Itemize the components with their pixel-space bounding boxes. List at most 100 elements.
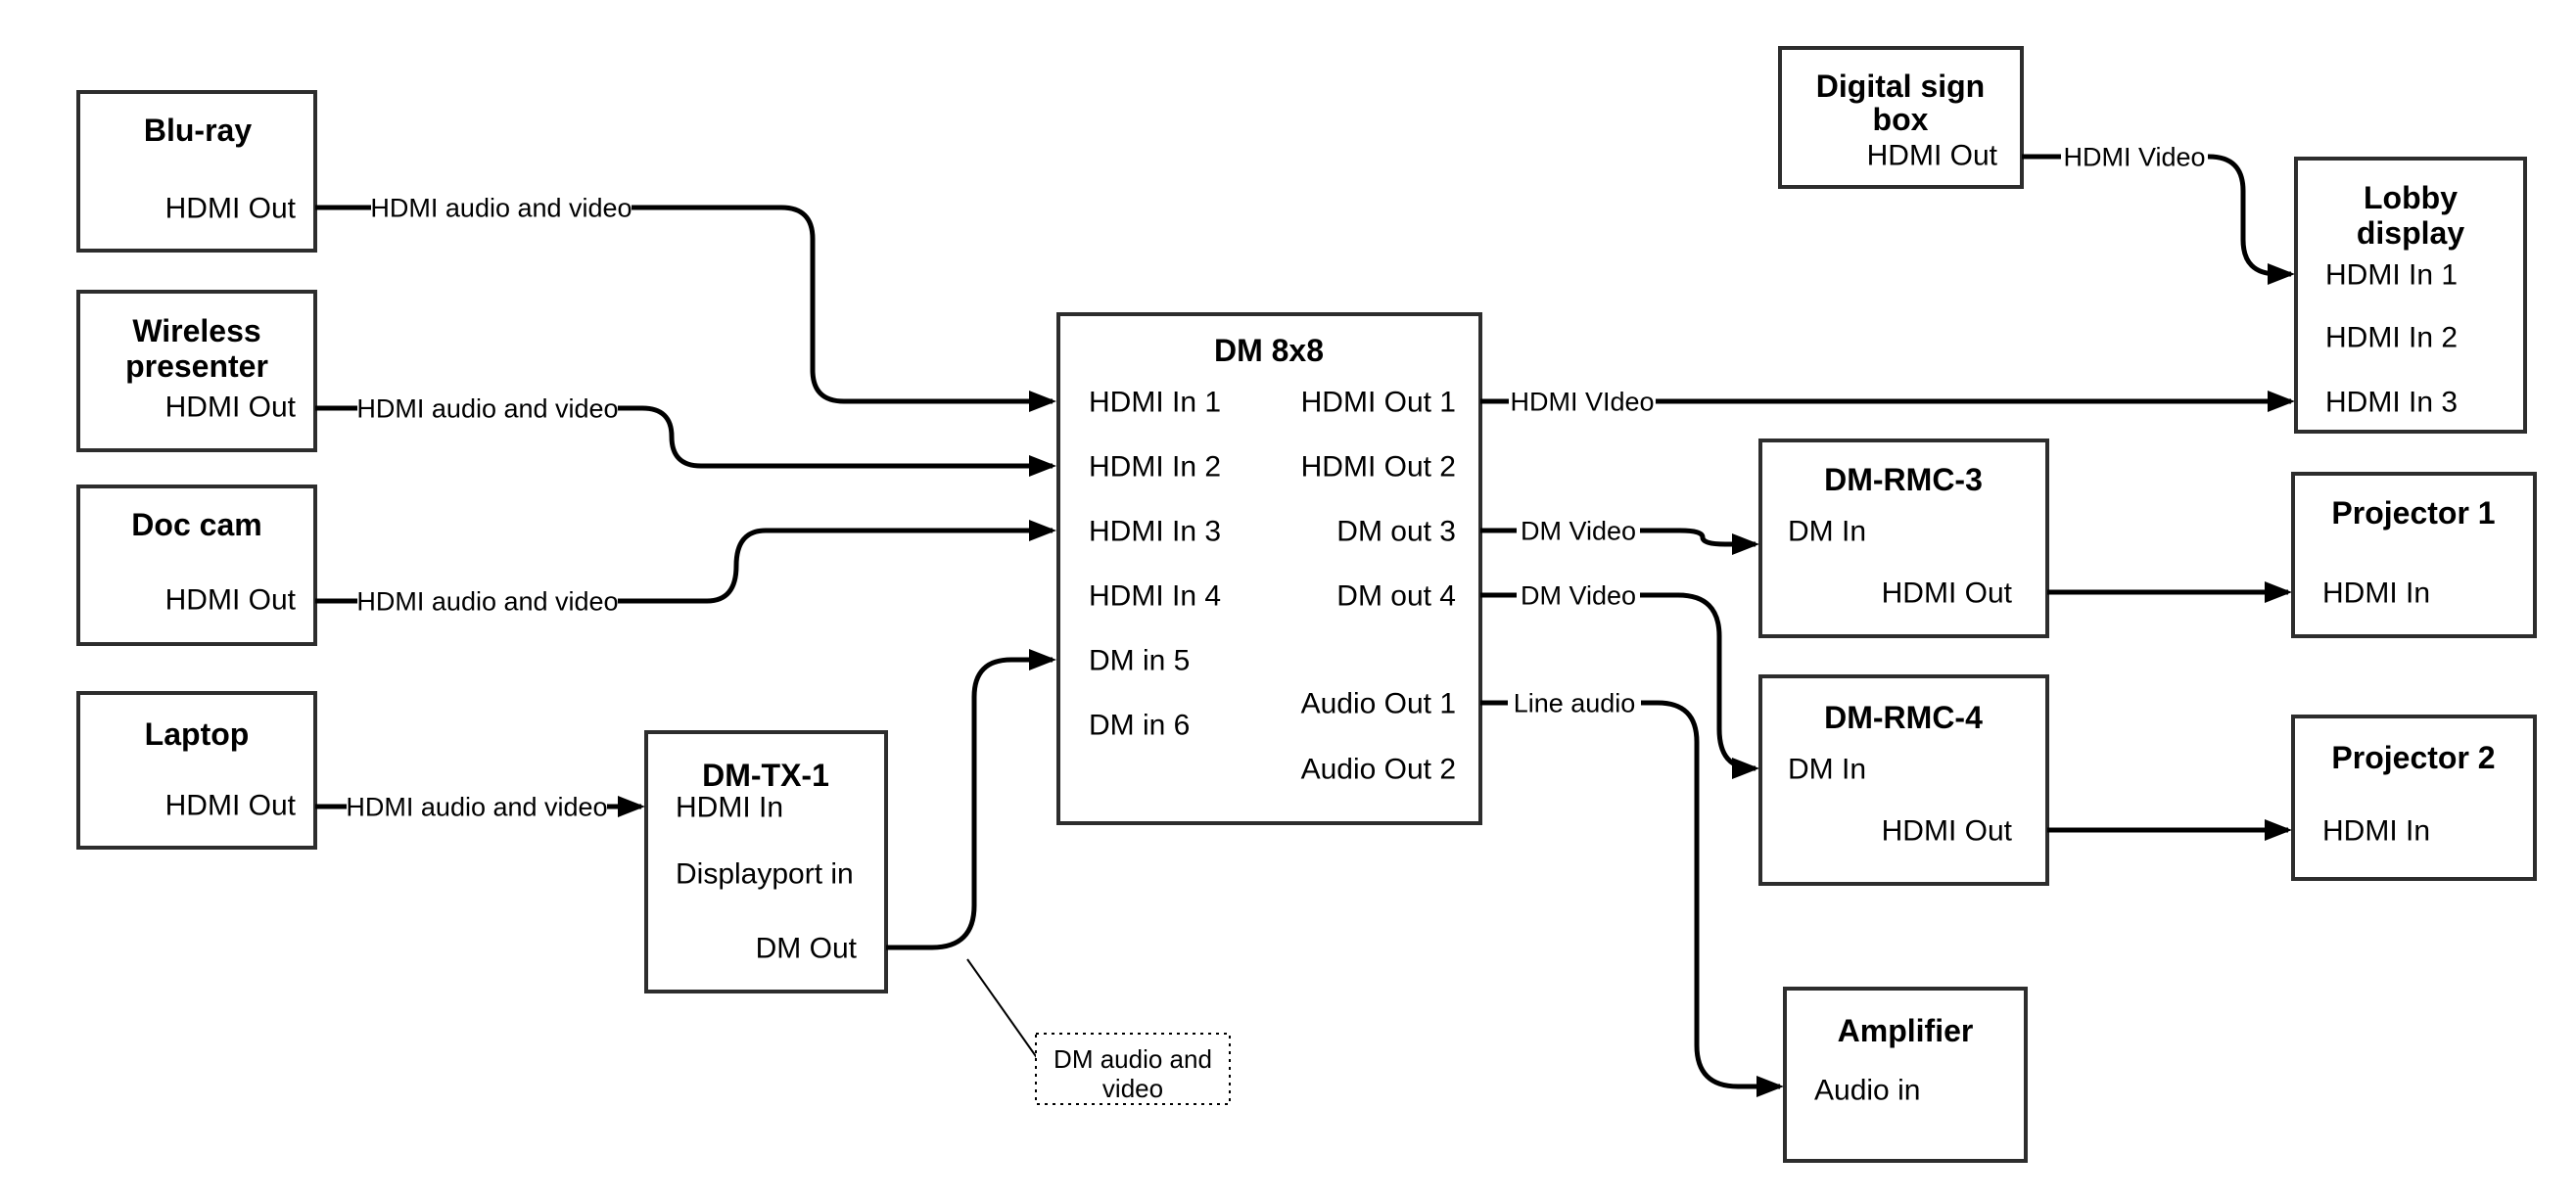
wire-label-dm-out3-text: DM Video <box>1521 516 1636 545</box>
projector-1-box: Projector 1 HDMI In <box>2291 472 2537 638</box>
laptop-port-hdmi-out: HDMI Out <box>165 790 297 822</box>
dm-8x8-box: DM 8x8 HDMI In 1 HDMI In 2 HDMI In 3 HDM… <box>1056 312 1482 825</box>
wire-label-wireless-bg <box>357 392 618 425</box>
wire-label-laptop-text: HDMI audio and video <box>346 792 607 821</box>
dm-8x8-port-hdmi-in-2: HDMI In 2 <box>1089 451 1221 484</box>
doc-cam-box-outline <box>76 485 317 646</box>
bluray-port-hdmi-out: HDMI Out <box>165 193 297 225</box>
dm-8x8-port-audio-out-2: Audio Out 2 <box>1301 754 1456 786</box>
dm-rmc-4-box: DM-RMC-4 DM In HDMI Out <box>1758 674 2049 886</box>
lobby-display-title-line2: display <box>2357 215 2464 251</box>
lobby-port-hdmi-in-1: HDMI In 1 <box>2325 259 2458 292</box>
bluray-title: Blu-ray <box>144 113 252 148</box>
lobby-display-box: Lobby display HDMI In 1 HDMI In 2 HDMI I… <box>2294 157 2527 434</box>
dm-8x8-title: DM 8x8 <box>1214 333 1324 368</box>
projector-2-box: Projector 2 HDMI In <box>2291 715 2537 881</box>
wire-bluray-to-dm8x8-in1 <box>315 205 1056 412</box>
wire-label-bluray: HDMI audio and video <box>370 191 632 224</box>
wire-label-line-audio: Line audio <box>1508 686 1641 719</box>
wire-digital-sign-to-lobby-in1 <box>2022 154 2295 285</box>
amplifier-title: Amplifier <box>1838 1013 1974 1048</box>
dm-8x8-port-audio-out-1: Audio Out 1 <box>1301 688 1456 720</box>
wire-label-digital-sign-text: HDMI Video <box>2063 142 2205 171</box>
wireless-port-hdmi-out: HDMI Out <box>165 392 297 424</box>
wire-dm8x8-out4-to-rmc4 <box>1480 592 1759 779</box>
wire-label-doccam-text: HDMI audio and video <box>356 586 618 616</box>
wire-label-doccam: HDMI audio and video <box>356 584 619 618</box>
amplifier-port-audio-in: Audio in <box>1814 1075 1920 1107</box>
laptop-title: Laptop <box>145 716 250 752</box>
wire-dmtx1-to-dm8x8-in5 <box>886 649 1056 950</box>
dm-tx-1-box-outline <box>644 730 888 993</box>
dm-rmc-4-port-hdmi-out: HDMI Out <box>1882 815 2013 848</box>
digital-sign-title-line2: box <box>1873 102 1929 137</box>
wire-label-dm-out4-bg <box>1517 578 1640 612</box>
note-box-outline <box>1035 1033 1231 1105</box>
wire-label-dm-out4-text: DM Video <box>1521 580 1636 610</box>
digital-sign-port-hdmi-out: HDMI Out <box>1867 140 1998 172</box>
digital-sign-box: Digital sign box HDMI Out <box>1778 46 2024 189</box>
wireless-presenter-box: Wireless presenter HDMI Out <box>76 290 317 452</box>
dm-8x8-port-dm-in-6: DM in 6 <box>1089 710 1190 742</box>
dm-tx-1-port-dm-out: DM Out <box>756 933 858 965</box>
dm-8x8-port-hdmi-out-1: HDMI Out 1 <box>1301 387 1456 419</box>
wire-label-hdmi-out1: HDMI VIdeo <box>1509 385 1656 418</box>
dm-rmc-3-box: DM-RMC-3 DM In HDMI Out <box>1758 439 2049 638</box>
wire-label-hdmi-out1-text: HDMI VIdeo <box>1510 387 1654 416</box>
wireless-presenter-title-line1: Wireless <box>132 313 260 348</box>
wire-labels: HDMI audio and video HDMI audio and vide… <box>346 140 2208 823</box>
wire-wireless-to-dm8x8-in2 <box>315 405 1056 477</box>
doc-cam-box: Doc cam HDMI Out <box>76 485 317 646</box>
note-leader-line <box>966 958 1039 1060</box>
lobby-port-hdmi-in-3: HDMI In 3 <box>2325 387 2458 419</box>
dm-rmc-4-title: DM-RMC-4 <box>1824 700 1983 735</box>
wire-dm8x8-aout1-to-amplifier <box>1480 700 1784 1097</box>
dm-8x8-port-hdmi-out-2: HDMI Out 2 <box>1301 451 1456 484</box>
wire-label-line-audio-bg <box>1508 686 1641 719</box>
projector-1-box-outline <box>2291 472 2537 638</box>
dm-8x8-port-hdmi-in-1: HDMI In 1 <box>1089 387 1221 419</box>
wire-label-wireless: HDMI audio and video <box>356 392 619 425</box>
dm-rmc-3-title: DM-RMC-3 <box>1824 462 1983 497</box>
note-text-line2: video <box>1102 1074 1163 1103</box>
wire-label-line-audio-text: Line audio <box>1514 688 1636 717</box>
laptop-box-outline <box>76 691 317 850</box>
wire-label-bluray-bg <box>371 191 632 224</box>
dm-8x8-box-outline <box>1056 312 1482 825</box>
lobby-display-box-outline <box>2294 157 2527 434</box>
dm-tx-1-box: DM-TX-1 HDMI In Displayport in DM Out <box>644 730 888 993</box>
dm-8x8-port-dm-out-4: DM out 4 <box>1336 580 1456 613</box>
doc-cam-port-hdmi-out: HDMI Out <box>165 584 297 617</box>
wire-label-doccam-bg <box>357 584 618 618</box>
dm-rmc-4-port-dm-in: DM In <box>1788 754 1866 786</box>
bluray-box: Blu-ray HDMI Out <box>76 90 317 253</box>
amplifier-box-outline <box>1783 987 2028 1163</box>
wire-label-dm-out3: DM Video <box>1517 514 1640 547</box>
projector-2-title: Projector 2 <box>2331 740 2495 775</box>
doc-cam-title: Doc cam <box>131 507 261 542</box>
wire-label-laptop: HDMI audio and video <box>346 790 608 823</box>
digital-sign-title-line1: Digital sign <box>1816 69 1985 104</box>
dm-8x8-port-dm-in-5: DM in 5 <box>1089 645 1190 677</box>
wire-label-hdmi-out1-bg <box>1509 385 1656 418</box>
digital-sign-box-outline <box>1778 46 2024 189</box>
wire-label-digital-sign: HDMI Video <box>2061 140 2208 173</box>
wire-label-digital-sign-bg <box>2061 140 2208 173</box>
dm-rmc-3-port-dm-in: DM In <box>1788 516 1866 548</box>
lobby-port-hdmi-in-2: HDMI In 2 <box>2325 322 2458 354</box>
wire-label-dm-out3-bg <box>1517 514 1640 547</box>
wireless-presenter-title-line2: presenter <box>125 348 268 384</box>
wire-label-laptop-bg <box>347 790 607 823</box>
wire-label-dm-out4: DM Video <box>1517 578 1640 612</box>
dm-tx-1-title: DM-TX-1 <box>702 758 829 793</box>
dm-8x8-port-hdmi-in-4: HDMI In 4 <box>1089 580 1221 613</box>
laptop-box: Laptop HDMI Out <box>76 691 317 850</box>
bluray-box-outline <box>76 90 317 253</box>
wire-label-wireless-text: HDMI audio and video <box>356 393 618 423</box>
lobby-display-title-line1: Lobby <box>2364 180 2458 215</box>
dm-audio-video-note: DM audio and video <box>966 958 1231 1105</box>
wireless-presenter-box-outline <box>76 290 317 452</box>
projector-1-title: Projector 1 <box>2331 495 2495 531</box>
